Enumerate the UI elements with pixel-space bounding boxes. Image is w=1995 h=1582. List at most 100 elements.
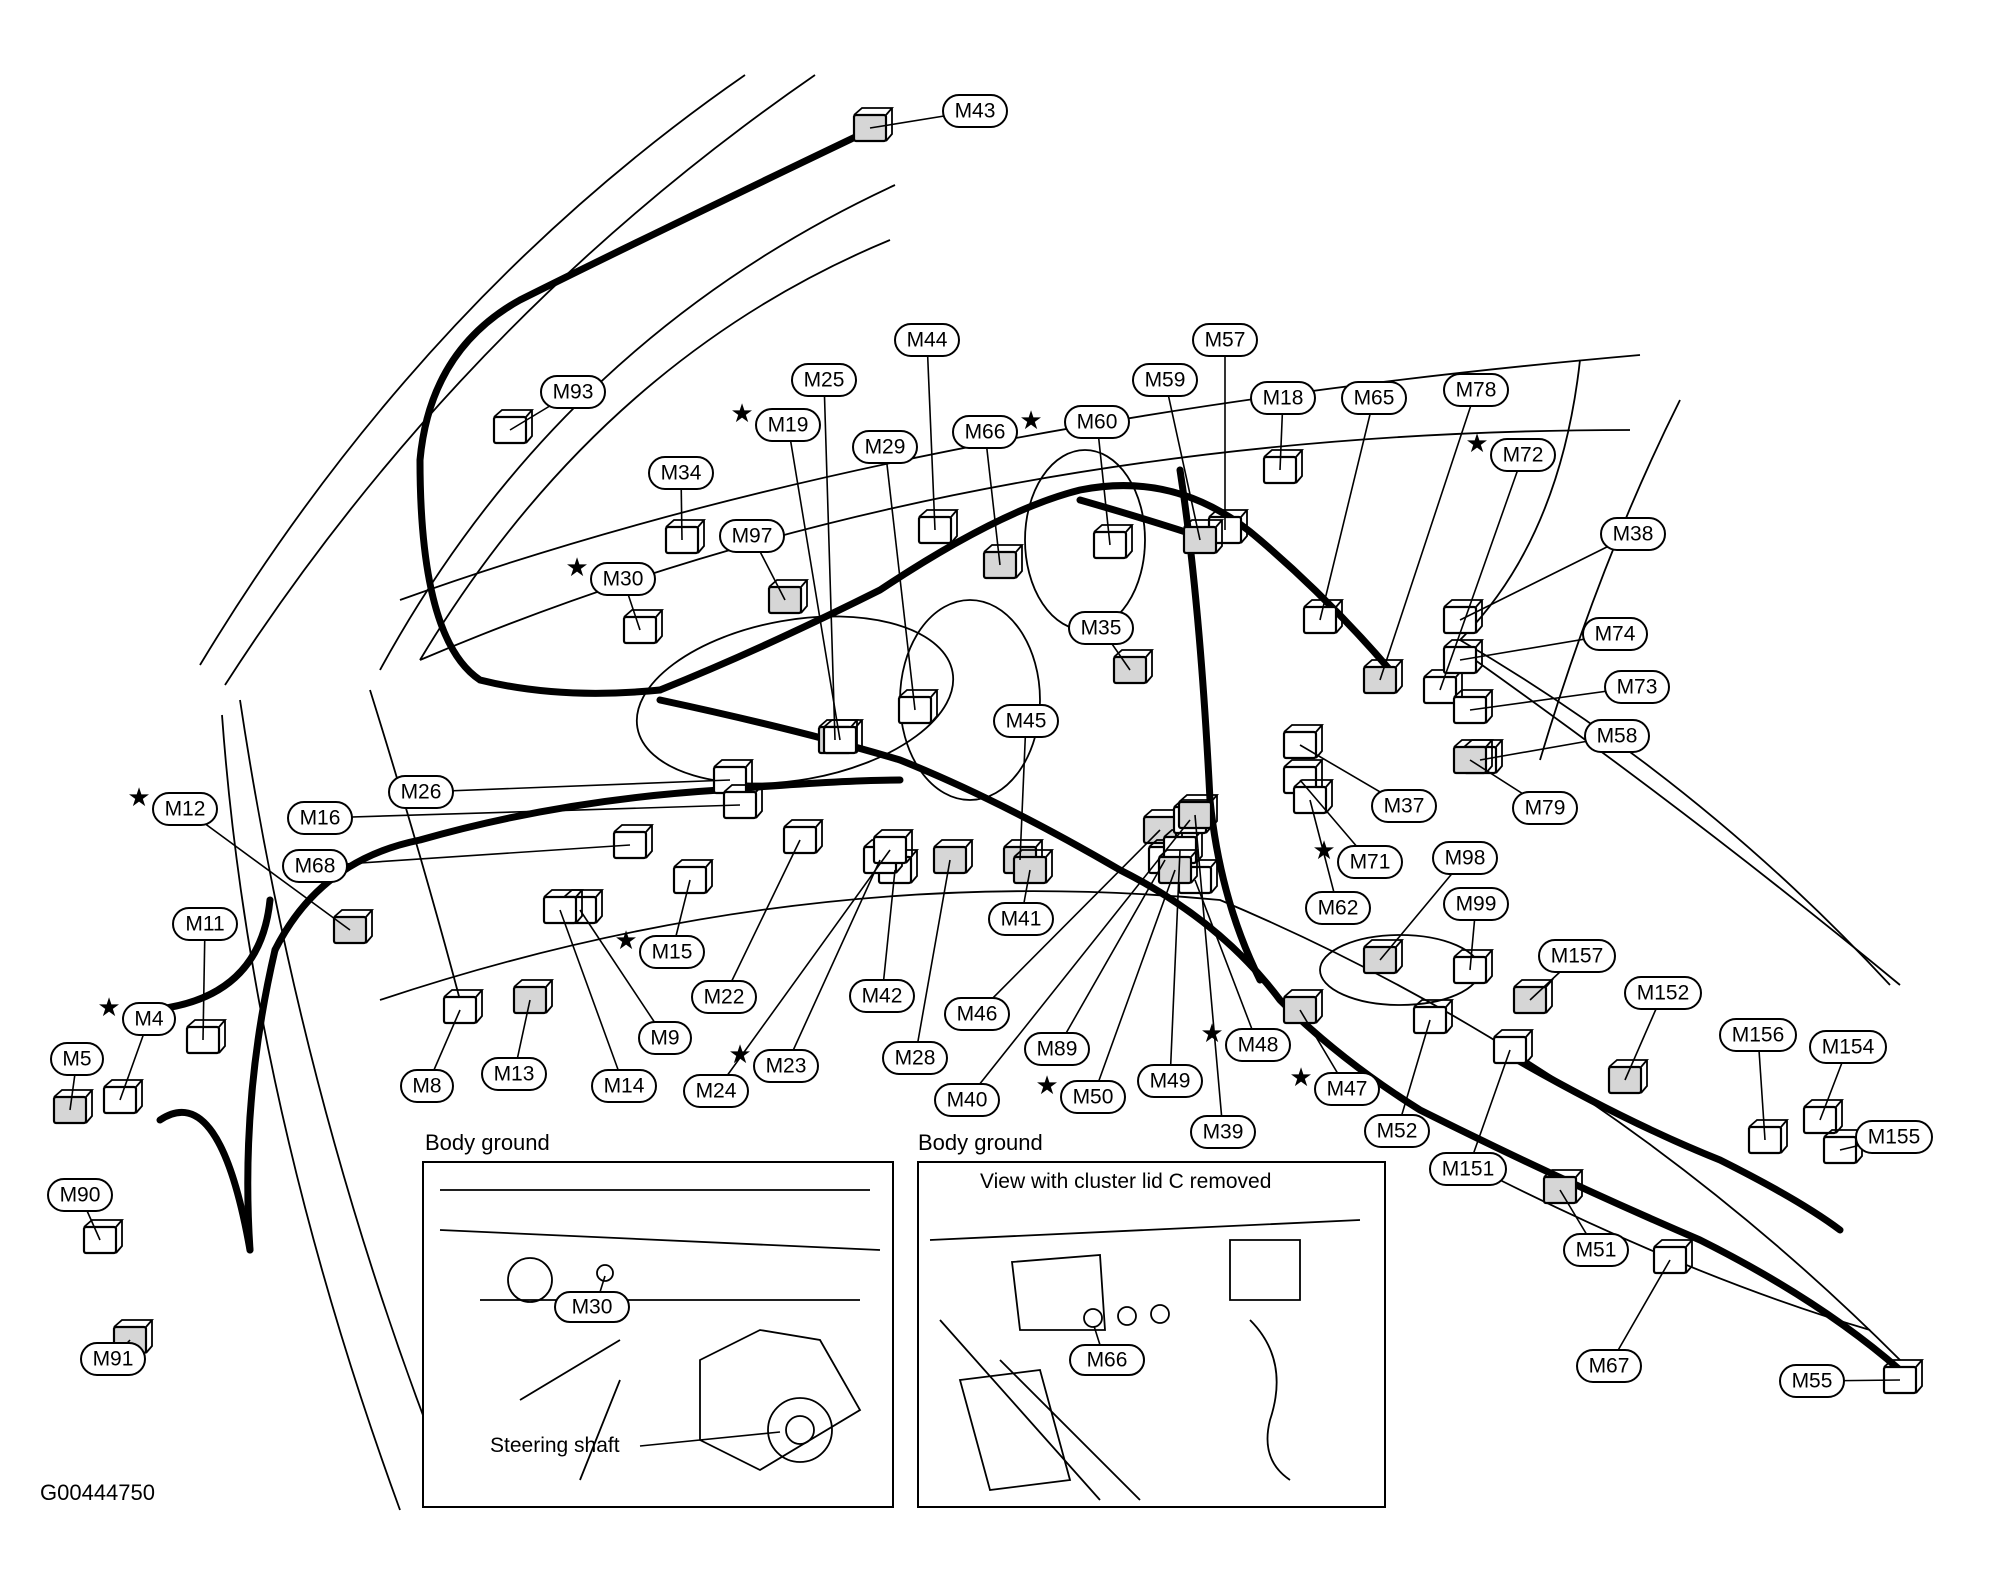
connector-label-m26[interactable]: M26 bbox=[388, 775, 454, 809]
leader-line-m24 bbox=[715, 849, 891, 1092]
connector-label-m97[interactable]: M97 bbox=[719, 519, 785, 553]
connector-label-m42[interactable]: M42 bbox=[849, 979, 915, 1013]
connector-label-m11[interactable]: M11 bbox=[172, 907, 238, 941]
connector-m43-edge bbox=[853, 107, 894, 142]
label-pill bbox=[1719, 1018, 1797, 1052]
connector-label-m74[interactable]: M74 bbox=[1582, 617, 1648, 651]
connector-id-text: M48 bbox=[1238, 1034, 1279, 1057]
connector-label-m59[interactable]: M59 bbox=[1132, 363, 1198, 397]
connector-label-m44[interactable]: M44 bbox=[894, 323, 960, 357]
connector-m98-edge bbox=[1363, 939, 1404, 974]
connector-label-m37[interactable]: M37 bbox=[1371, 789, 1437, 823]
connector-label-m12[interactable]: M12★ bbox=[127, 782, 218, 826]
connector-label-m30[interactable]: M30★ bbox=[565, 552, 656, 596]
connector-label-m23[interactable]: M23★ bbox=[728, 1039, 819, 1083]
connector-label-m15[interactable]: M15★ bbox=[614, 925, 705, 969]
connector-id-text: M15 bbox=[652, 941, 693, 964]
connector-label-m66[interactable]: M66★ bbox=[952, 405, 1043, 449]
connector-id-text: M25 bbox=[804, 369, 845, 392]
connector-label-m38[interactable]: M38 bbox=[1600, 517, 1666, 551]
connector-label-m50[interactable]: M50★ bbox=[1035, 1070, 1126, 1114]
connector-label-m35[interactable]: M35 bbox=[1068, 611, 1134, 645]
label-pill bbox=[47, 1178, 113, 1212]
connector-label-m99[interactable]: M99 bbox=[1443, 887, 1509, 921]
connector-label-m13[interactable]: M13 bbox=[481, 1057, 547, 1091]
connector-label-m28[interactable]: M28 bbox=[882, 1041, 948, 1075]
connector-id-text: M11 bbox=[185, 913, 224, 936]
connector-m5-edge bbox=[53, 1089, 94, 1124]
connector-label-m52[interactable]: M52 bbox=[1364, 1114, 1430, 1148]
connector-m24-edge bbox=[873, 829, 914, 864]
connector-label-m68[interactable]: M68 bbox=[282, 849, 348, 883]
label-pill bbox=[942, 94, 1008, 128]
connector-label-m46[interactable]: M46 bbox=[944, 997, 1010, 1031]
connector-m28-edge bbox=[933, 839, 974, 874]
connector-label-m41[interactable]: M41 bbox=[988, 902, 1054, 936]
connector-label-m8[interactable]: M8 bbox=[400, 1069, 454, 1103]
connector-label-m98[interactable]: M98 bbox=[1432, 841, 1498, 875]
connector-label-m78[interactable]: M78 bbox=[1443, 373, 1509, 407]
connector-m47-edge bbox=[1283, 989, 1324, 1024]
connector-label-m57[interactable]: M57 bbox=[1192, 323, 1258, 357]
connector-label-m90[interactable]: M90 bbox=[47, 1178, 113, 1212]
connector-label-m79[interactable]: M79 bbox=[1512, 791, 1578, 825]
leader-line-m65 bbox=[1319, 397, 1375, 621]
connector-id-text: M16 bbox=[300, 807, 341, 830]
connector-label-m24[interactable]: M24 bbox=[683, 1074, 749, 1108]
connector-m62-edge bbox=[1293, 779, 1334, 814]
connector-label-m22[interactable]: M22 bbox=[691, 980, 757, 1014]
connector-label-m89[interactable]: M89 bbox=[1024, 1032, 1090, 1066]
connector-label-m5[interactable]: M5 bbox=[50, 1042, 104, 1076]
connector-m97-edge bbox=[768, 579, 809, 614]
leader-line-m44 bbox=[926, 339, 936, 531]
connector-label-m47[interactable]: M47★ bbox=[1289, 1062, 1380, 1106]
connector-label-m40[interactable]: M40 bbox=[934, 1083, 1000, 1117]
connector-label-m154[interactable]: M154 bbox=[1809, 1030, 1887, 1064]
connector-label-m152[interactable]: M152 bbox=[1624, 976, 1702, 1010]
connector-label-m49[interactable]: M49 bbox=[1137, 1064, 1203, 1098]
figure-code: G00444750 bbox=[40, 1480, 155, 1505]
connector-m57-edge bbox=[1208, 509, 1249, 544]
connector-id-text: M9 bbox=[650, 1027, 679, 1050]
connector-id-text: M4 bbox=[134, 1008, 163, 1031]
connector-id-text: M8 bbox=[412, 1075, 441, 1098]
connector-label-m58[interactable]: M58 bbox=[1584, 719, 1650, 753]
connector-label-m72[interactable]: M72★ bbox=[1465, 428, 1556, 472]
connector-label-m71[interactable]: M71★ bbox=[1312, 835, 1403, 879]
connector-id-text: M73 bbox=[1617, 676, 1658, 699]
connector-id-text: M59 bbox=[1145, 369, 1186, 392]
connector-id-text: M89 bbox=[1037, 1038, 1078, 1061]
connector-label-m14[interactable]: M14 bbox=[591, 1069, 657, 1103]
connector-label-m48[interactable]: M48★ bbox=[1200, 1018, 1291, 1062]
label-pill bbox=[849, 979, 915, 1013]
connector-label-m60[interactable]: M60 bbox=[1064, 405, 1130, 439]
connector-label-m4[interactable]: M4★ bbox=[97, 992, 176, 1036]
label-pill bbox=[755, 408, 821, 442]
connector-label-m91[interactable]: M91 bbox=[80, 1342, 146, 1376]
connector-label-m55[interactable]: M55 bbox=[1779, 1364, 1845, 1398]
label-pill bbox=[638, 1021, 692, 1055]
connector-label-m43[interactable]: M43 bbox=[942, 94, 1008, 128]
connector-label-m151[interactable]: M151 bbox=[1429, 1152, 1507, 1186]
connector-label-m25[interactable]: M25 bbox=[791, 363, 857, 397]
connector-label-m51[interactable]: M51 bbox=[1563, 1233, 1629, 1267]
connector-label-m73[interactable]: M73 bbox=[1604, 670, 1670, 704]
connector-label-m157[interactable]: M157 bbox=[1538, 939, 1616, 973]
connector-label-m45[interactable]: M45 bbox=[993, 704, 1059, 738]
connector-label-m156[interactable]: M156 bbox=[1719, 1018, 1797, 1052]
connector-label-m62[interactable]: M62 bbox=[1305, 891, 1371, 925]
connector-label-m39[interactable]: M39 bbox=[1190, 1115, 1256, 1149]
connector-id-text: M155 bbox=[1868, 1126, 1921, 1149]
connector-label-m67[interactable]: M67 bbox=[1576, 1349, 1642, 1383]
connector-id-text: M62 bbox=[1318, 897, 1359, 920]
connector-label-m18[interactable]: M18 bbox=[1250, 381, 1316, 415]
leader-line-m14 bbox=[559, 909, 625, 1087]
connector-label-m9[interactable]: M9 bbox=[638, 1021, 692, 1055]
connector-label-m16[interactable]: M16 bbox=[287, 801, 353, 835]
connector-label-m65[interactable]: M65 bbox=[1341, 381, 1407, 415]
connector-label-m155[interactable]: M155 bbox=[1855, 1120, 1933, 1154]
connector-label-m29[interactable]: M29 bbox=[852, 430, 918, 464]
connector-label-m19[interactable]: M19★ bbox=[730, 398, 821, 442]
connector-label-m93[interactable]: M93 bbox=[540, 375, 606, 409]
connector-label-m34[interactable]: M34 bbox=[648, 456, 714, 490]
